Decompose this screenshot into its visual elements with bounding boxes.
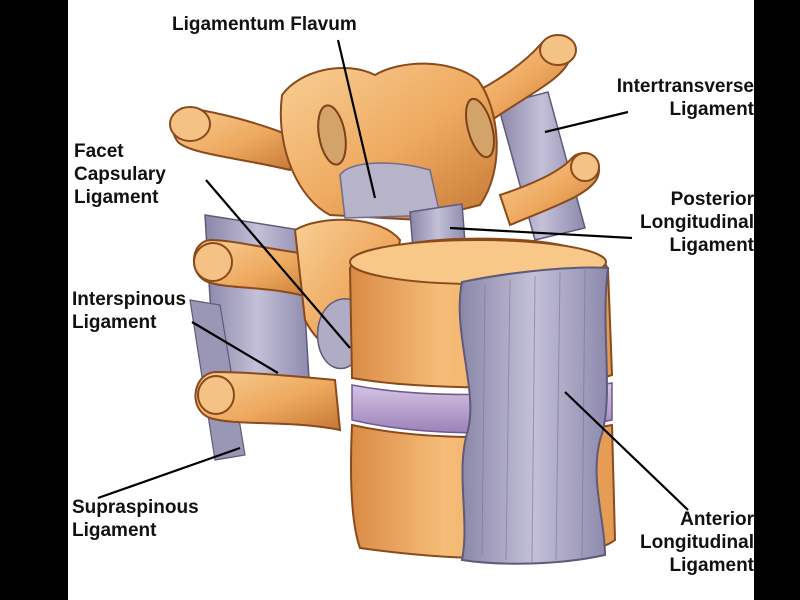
- middle-right-process-tip: [570, 152, 600, 182]
- anterior-ligament-fibers: [481, 269, 586, 563]
- label-line: Ligament: [72, 312, 157, 333]
- leader-facet-capsulary: [205, 179, 351, 349]
- label-intertransverse-ligament: Intertransverse Ligament: [617, 75, 754, 121]
- upper-left-facet: [317, 104, 347, 166]
- upper-right-facet: [465, 97, 495, 159]
- leader-lines: [97, 39, 689, 511]
- upper-vertebral-arch: [279, 62, 498, 222]
- label-line: Facet: [74, 141, 124, 162]
- ligamentum-flavum-shape: [339, 162, 441, 219]
- label-line: Supraspinous: [72, 497, 199, 518]
- label-facet-capsulary-ligament: Facet Capsulary Ligament: [74, 140, 166, 209]
- label-line: Intertransverse: [616, 76, 754, 97]
- label-line: Interspinous: [72, 289, 187, 310]
- label-line: Ligamentum Flavum: [172, 14, 357, 35]
- label-line: Ligament: [669, 235, 754, 256]
- leader-posterior-longitudinal: [449, 226, 633, 240]
- label-line: Capsulary: [74, 164, 166, 185]
- label-line: Ligament: [74, 187, 159, 208]
- label-line: Posterior: [670, 189, 754, 210]
- leader-supraspinous: [97, 446, 241, 500]
- upper-right-process-tip: [539, 34, 577, 66]
- leader-anterior-longitudinal: [564, 391, 689, 511]
- leader-interspinous: [191, 321, 279, 374]
- label-line: Anterior: [680, 509, 754, 530]
- label-line: Longitudinal: [640, 212, 754, 233]
- leader-intertransverse: [544, 110, 629, 134]
- label-line: Longitudinal: [640, 532, 754, 553]
- leader-ligamentum-flavum: [336, 39, 377, 199]
- upper-left-process-tip: [169, 106, 211, 142]
- label-line: Ligament: [669, 99, 754, 120]
- label-posterior-longitudinal-ligament: Posterior Longitudinal Ligament: [640, 188, 754, 257]
- label-anterior-longitudinal-ligament: Anterior Longitudinal Ligament: [640, 508, 754, 577]
- label-ligamentum-flavum: Ligamentum Flavum: [172, 13, 357, 36]
- label-interspinous-ligament: Interspinous Ligament: [72, 288, 186, 334]
- label-line: Ligament: [669, 555, 754, 576]
- lower-left-process-tip: [197, 375, 235, 415]
- label-line: Ligament: [72, 520, 157, 541]
- middle-left-process-tip: [193, 242, 233, 282]
- label-supraspinous-ligament: Supraspinous Ligament: [72, 496, 199, 542]
